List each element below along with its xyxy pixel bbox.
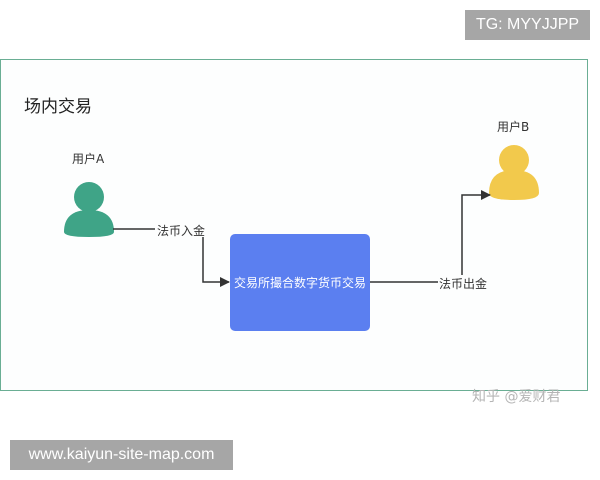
edge-fiat-withdrawal: [370, 190, 491, 283]
user-b-label: 用户B: [497, 120, 530, 134]
watermark-top: TG: MYYJJPP: [465, 10, 590, 40]
user-a-icon: [64, 182, 114, 237]
credit-text: 知乎 @爱财君: [472, 389, 561, 405]
user-a-label: 用户A: [72, 152, 105, 166]
watermark-bottom: www.kaiyun-site-map.com: [10, 440, 233, 470]
diagram-title: 场内交易: [24, 97, 92, 117]
edge-in-label: 法币入金: [157, 224, 206, 238]
edge-out-label: 法币出金: [439, 277, 488, 291]
exchange-box-label: 交易所撮合数字货币交易: [233, 276, 366, 290]
edge-fiat-deposit: [113, 228, 230, 287]
exchange-matching-box: 交易所撮合数字货币交易: [230, 234, 370, 331]
user-b-icon: [489, 145, 539, 200]
